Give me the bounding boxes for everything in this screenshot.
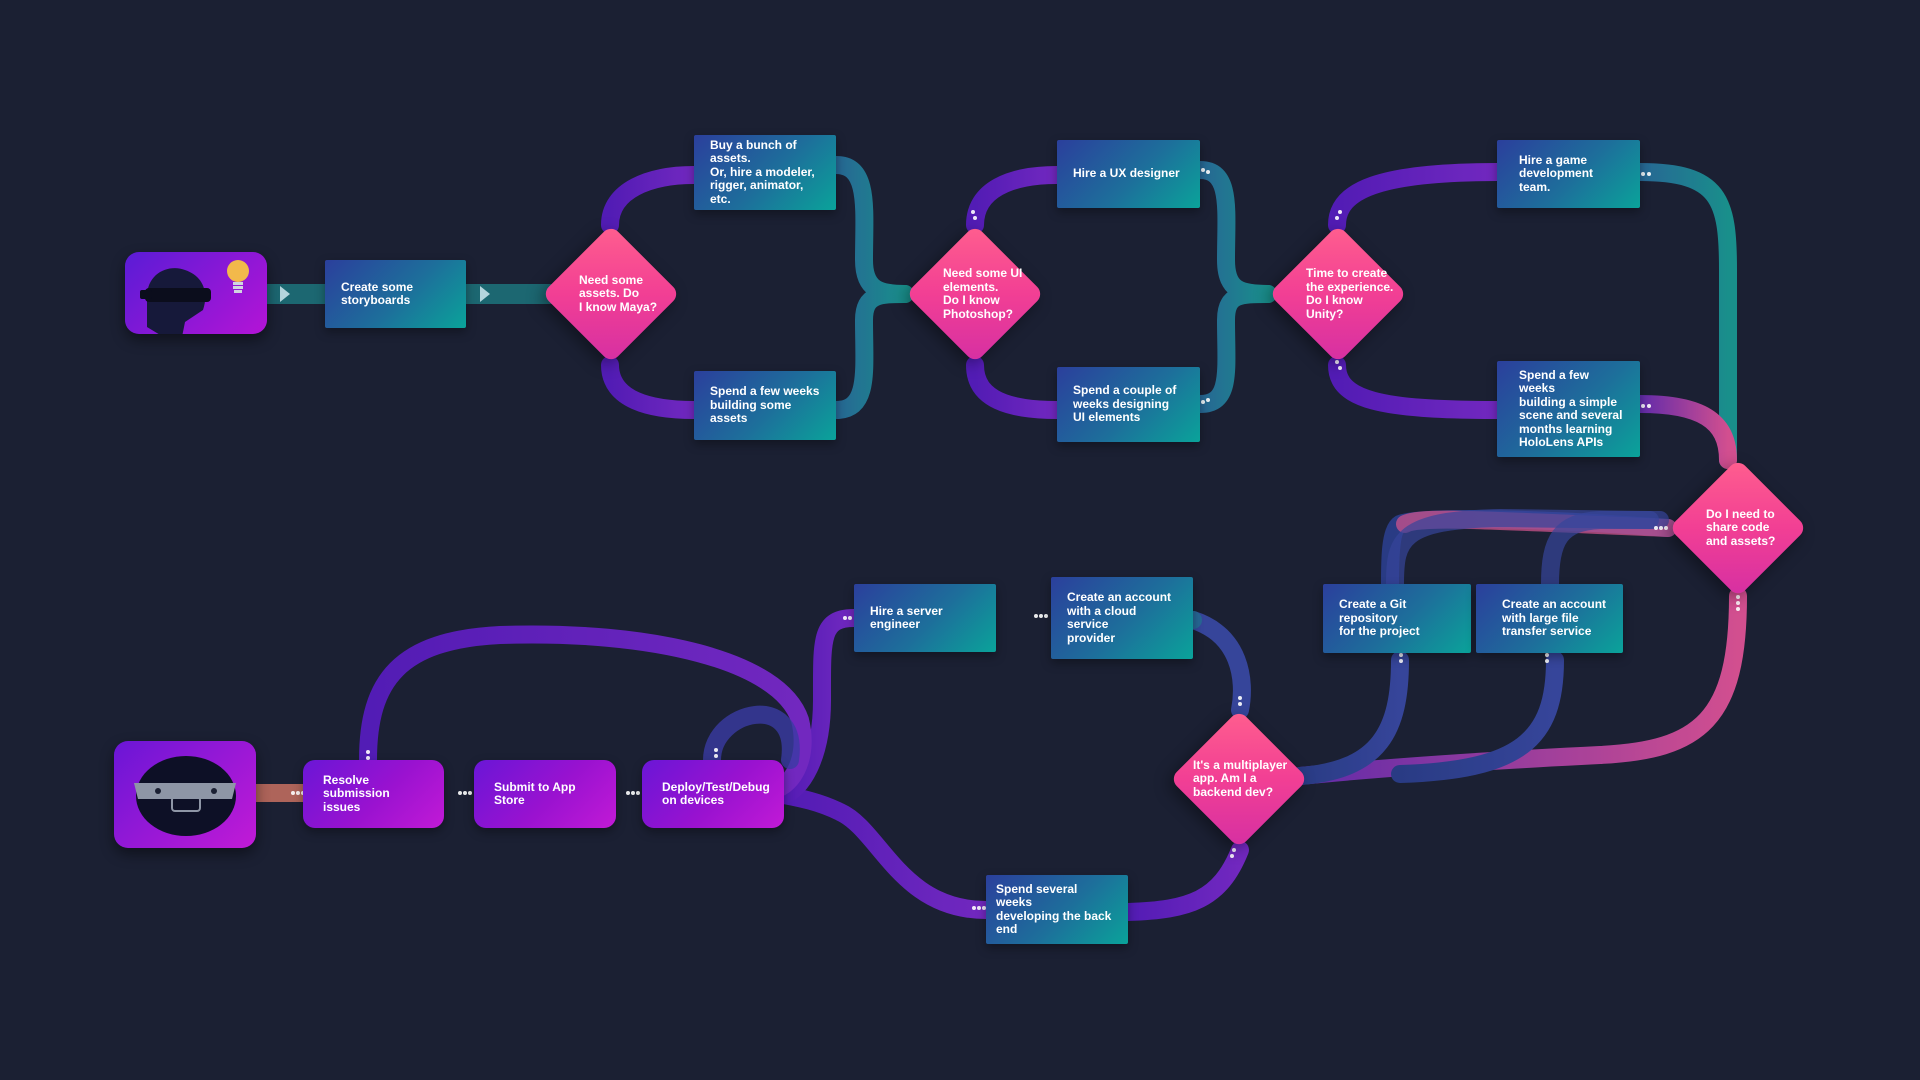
decision-need-assets[interactable]: Need some assets. Do I know Maya? <box>541 224 681 364</box>
node-deploy[interactable]: Deploy/Test/Debug on devices <box>642 760 784 828</box>
node-backend-weeks[interactable]: Spend several weeks developing the back … <box>986 875 1128 944</box>
node-resolve[interactable]: Resolve submission issues <box>303 760 444 828</box>
node-large-file[interactable]: Create an account with large file transf… <box>1476 584 1623 653</box>
start-vr-headset-icon <box>125 252 267 347</box>
node-hire-ux[interactable]: Hire a UX designer <box>1057 140 1200 208</box>
node-create-storyboards[interactable]: Create some storyboards <box>325 260 466 328</box>
decision-time-create[interactable]: Time to create the experience. Do I know… <box>1268 224 1408 364</box>
hololens-headset-icon <box>134 756 236 836</box>
decision-label: It's a multiplayer app. Am I a backend d… <box>1193 757 1288 799</box>
node-learn-hololens[interactable]: Spend a few weeks building a simple scen… <box>1497 361 1640 457</box>
decision-multiplayer[interactable]: It's a multiplayer app. Am I a backend d… <box>1169 709 1309 849</box>
decision-label: Do I need to share code and assets? <box>1706 506 1776 548</box>
node-cloud-account[interactable]: Create an account with a cloud service p… <box>1051 577 1193 659</box>
decision-need-ui[interactable]: Need some UI elements. Do I know Photosh… <box>905 224 1045 364</box>
node-hire-server[interactable]: Hire a server engineer <box>854 584 996 652</box>
node-submit[interactable]: Submit to App Store <box>474 760 616 828</box>
node-buy-assets[interactable]: Buy a bunch of assets. Or, hire a modele… <box>694 135 836 210</box>
node-hire-game-team[interactable]: Hire a game development team. <box>1497 140 1640 208</box>
lightbulb-icon <box>224 258 252 298</box>
decision-label: Need some assets. Do I know Maya? <box>579 272 658 314</box>
decision-label: Time to create the experience. Do I know… <box>1306 266 1394 321</box>
vr-person-icon <box>140 268 211 347</box>
decision-label: Need some UI elements. Do I know Photosh… <box>943 266 1023 321</box>
node-design-ui[interactable]: Spend a couple of weeks designing UI ele… <box>1057 367 1200 442</box>
node-git-repo[interactable]: Create a Git repository for the project <box>1323 584 1471 653</box>
end-hololens-icon <box>114 741 256 848</box>
decision-share-code[interactable]: Do I need to share code and assets? <box>1668 458 1808 598</box>
node-build-assets[interactable]: Spend a few weeks building some assets <box>694 371 836 440</box>
